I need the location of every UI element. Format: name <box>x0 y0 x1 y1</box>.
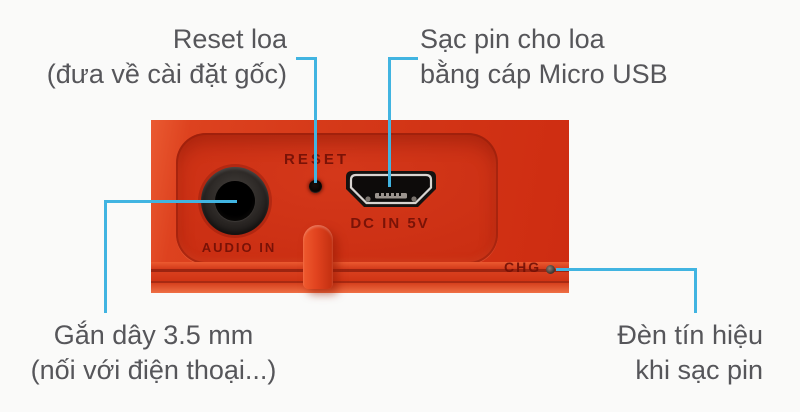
callout-line-audio-vertical <box>104 200 107 313</box>
audio-in-marking: AUDIO IN <box>201 240 277 255</box>
bottom-ridges <box>151 262 569 293</box>
callout-line-audio-horizontal <box>104 200 237 203</box>
label-charge-light-line1: Đèn tín hiệu <box>617 320 763 350</box>
callout-line-reset-horizontal <box>296 57 317 60</box>
charge-led <box>546 265 555 274</box>
chg-marking: CHG <box>504 259 542 275</box>
callout-line-charge-horizontal <box>388 57 418 60</box>
ridge-highlight <box>151 262 569 269</box>
strap-loop <box>303 225 333 289</box>
label-audio-cable: Gắn dây 3.5 mm (nối với điện thoại...) <box>2 318 305 388</box>
reset-pinhole <box>309 180 322 193</box>
callout-line-led-horizontal <box>556 268 697 271</box>
callout-line-led-vertical <box>694 268 697 313</box>
label-charging-line2: bằng cáp Micro USB <box>420 59 668 89</box>
micro-usb-port <box>346 171 436 207</box>
speaker-rear-panel: RESET AUDIO IN DC IN 5V CHG <box>151 120 569 293</box>
callout-line-reset-vertical <box>314 57 317 183</box>
label-reset: Reset loa (đưa về cài đặt gốc) <box>0 22 287 92</box>
ridge-groove <box>151 281 569 283</box>
ridge-groove <box>151 269 569 272</box>
label-audio-cable-line2: (nối với điện thoại...) <box>30 355 277 385</box>
label-charging-line1: Sạc pin cho loa <box>420 24 605 54</box>
label-charge-light-line2: khi sạc pin <box>635 355 763 385</box>
label-charging: Sạc pin cho loa bằng cáp Micro USB <box>420 22 720 92</box>
label-reset-line2: (đưa về cài đặt gốc) <box>46 59 287 89</box>
dc-in-marking: DC IN 5V <box>350 215 430 232</box>
label-audio-cable-line1: Gắn dây 3.5 mm <box>53 320 254 350</box>
ridge-band <box>151 272 569 281</box>
bottom-edge-band <box>151 283 569 293</box>
label-reset-line1: Reset loa <box>172 24 287 54</box>
label-charge-light: Đèn tín hiệu khi sạc pin <box>460 318 763 388</box>
callout-line-charge-vertical <box>388 57 391 187</box>
